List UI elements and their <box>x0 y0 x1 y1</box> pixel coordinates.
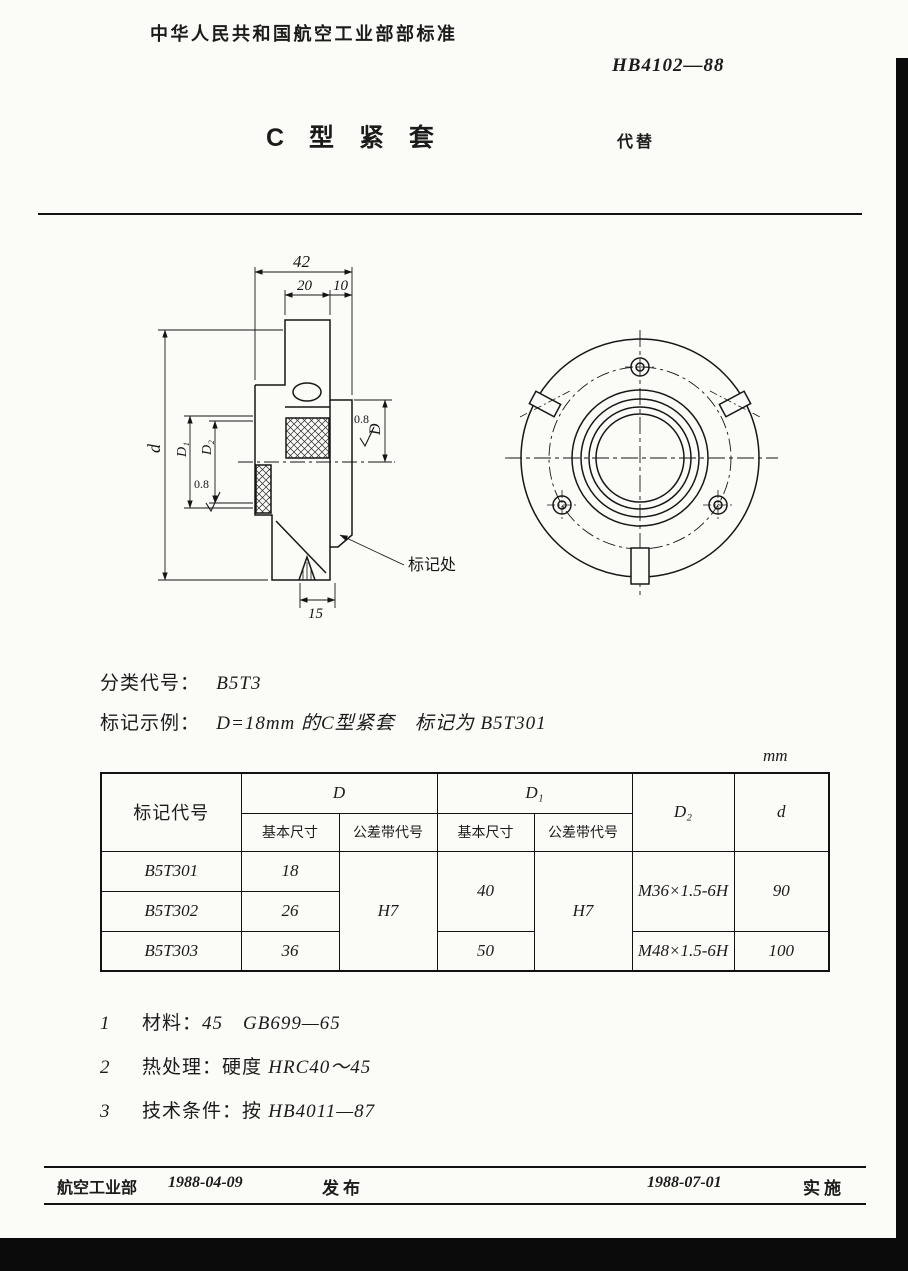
table-row: B5T302 26 <box>100 890 829 932</box>
extension-lines-d <box>158 329 283 581</box>
table-row: B5T303 36 50 M48×1.5-6H 100 <box>100 930 830 972</box>
header-D1: D₁ <box>436 772 633 814</box>
header-D1-tolerance: 公差带代号 <box>533 812 633 852</box>
cell-D2-12: M36×1.5-6H <box>631 850 735 932</box>
cone-chamfer-line <box>275 520 327 574</box>
note-value: HRC40～45 <box>268 1057 372 1078</box>
dim-20-label: 20 <box>297 278 313 294</box>
footer-implementation-date: 1988-07-01 <box>647 1174 722 1191</box>
header-divider-line <box>38 213 862 215</box>
replaces-label: 代替 <box>617 134 656 151</box>
notch-hatch <box>302 562 312 580</box>
small-hole-lower-left <box>547 490 577 520</box>
cell-D-tolerance: H7 <box>338 850 438 972</box>
note-technical-conditions: 3 技术条件：按 HB4011—87 <box>100 1096 375 1123</box>
classification-value: B5T3 <box>216 673 262 694</box>
cell-code-3: B5T303 <box>100 930 242 972</box>
scan-artifact-right <box>896 58 908 1271</box>
note-number: 3 <box>100 1101 111 1122</box>
section-view <box>238 319 395 581</box>
note-material: 1 材料：45 GB699—65 <box>100 1008 341 1035</box>
table-unit-label: mm <box>763 746 788 765</box>
cell-D-basic-1: 18 <box>240 850 340 892</box>
document-title: C 型 紧 套 <box>266 124 443 152</box>
dim-D-label: D <box>367 423 384 436</box>
front-view <box>505 330 778 595</box>
small-hole-lower-right <box>703 490 733 520</box>
cell-D-basic-2: 26 <box>240 890 340 932</box>
standard-org-title: 中华人民共和国航空工业部部标准 <box>150 24 458 44</box>
part-outline-bottom <box>254 462 331 581</box>
note-title: 热处理：硬度 <box>142 1057 269 1078</box>
dim-10-label: 10 <box>333 278 349 294</box>
note-heat-treatment: 2 热处理：硬度 HRC40～45 <box>100 1052 371 1079</box>
part-outline-top <box>255 319 353 462</box>
standard-number: HB4102—88 <box>612 55 725 76</box>
cell-d-12: 90 <box>733 850 830 932</box>
cell-D1-tolerance: H7 <box>533 850 633 972</box>
classification-label: 分类代号： <box>100 673 201 694</box>
note-title: 材料： <box>142 1013 203 1034</box>
extension-lines-15 <box>299 583 336 608</box>
table-row: B5T301 18 H7 40 H7 M36×1.5-6H 90 <box>100 850 830 972</box>
cell-D2-3: M48×1.5-6H <box>631 930 735 972</box>
cell-code-1: B5T301 <box>100 850 242 892</box>
dimension-lines <box>158 267 405 608</box>
bottom-slot <box>630 547 650 585</box>
cell-d-3: 100 <box>733 930 830 972</box>
dim-D1-label: D₁ <box>175 442 190 458</box>
mark-leader-line <box>339 534 405 566</box>
note-value: HB4011—87 <box>268 1101 376 1122</box>
footer-divider-top <box>44 1166 866 1168</box>
note-number: 1 <box>100 1013 111 1034</box>
thread-relief-notch <box>298 554 316 581</box>
dim-15-label: 15 <box>308 606 324 622</box>
header-d: d <box>733 772 830 852</box>
roughness-symbol-2 <box>205 491 221 513</box>
roughness-value-1: 0.8 <box>354 412 369 426</box>
rim-notch-right <box>709 390 761 418</box>
crosshatch-upper <box>285 417 330 459</box>
header-D: D <box>240 772 438 814</box>
roughness-value-2: 0.8 <box>194 477 209 491</box>
roughness-symbol-1 <box>359 426 375 448</box>
footer-divider-bottom <box>44 1203 866 1205</box>
header-D1-basic: 基本尺寸 <box>436 812 535 852</box>
header-D2: D₂ <box>631 772 735 852</box>
cell-code-2: B5T302 <box>100 890 242 932</box>
cell-D1-basic-3: 50 <box>436 930 535 972</box>
small-hole-top <box>625 357 655 377</box>
note-number: 2 <box>100 1057 111 1078</box>
marking-example-value: D=18mm 的C型紧套 标记为 B5T301 <box>216 713 547 734</box>
header-D-basic: 基本尺寸 <box>240 812 340 852</box>
crosshatch-lower <box>255 464 272 514</box>
dim-d-label: d <box>144 443 164 453</box>
rim-notch-left <box>519 390 571 418</box>
marking-example-row: 标记示例： D=18mm 的C型紧套 标记为 B5T301 <box>100 708 547 735</box>
footer-issue-date: 1988-04-09 <box>168 1174 243 1191</box>
header-D-tolerance: 公差带代号 <box>338 812 438 852</box>
header-code: 标记代号 <box>100 772 242 852</box>
technical-drawing: 42 20 10 15 d D₁ D₂ D 0.8 0.8 标记处 <box>144 252 778 622</box>
extension-lines-D1 <box>184 415 253 509</box>
extension-lines-top <box>254 267 353 395</box>
footer-implementation-label: 实施 <box>803 1179 845 1198</box>
dim-D2-label: D₂ <box>200 440 215 456</box>
footer-publisher: 航空工业部 <box>57 1180 138 1197</box>
classification-row: 分类代号： B5T3 <box>100 668 261 695</box>
footer-issue-label: 发布 <box>322 1179 364 1198</box>
cell-D1-basic-12: 40 <box>436 850 535 932</box>
mark-location-label: 标记处 <box>408 556 456 574</box>
scan-artifact-bottom <box>0 1238 908 1271</box>
note-title: 技术条件：按 <box>142 1101 269 1122</box>
cell-D-basic-3: 36 <box>240 930 340 972</box>
spec-table: 标记代号 D D₁ D₂ d 基本尺寸 公差带代号 基本尺寸 公差带代号 B5T… <box>100 772 830 972</box>
flange-bottom-chamfer <box>330 462 353 548</box>
note-value: 45 GB699—65 <box>202 1013 341 1034</box>
marking-example-label: 标记示例： <box>100 713 201 734</box>
dim-42-label: 42 <box>293 252 311 271</box>
radial-hole <box>292 382 322 402</box>
